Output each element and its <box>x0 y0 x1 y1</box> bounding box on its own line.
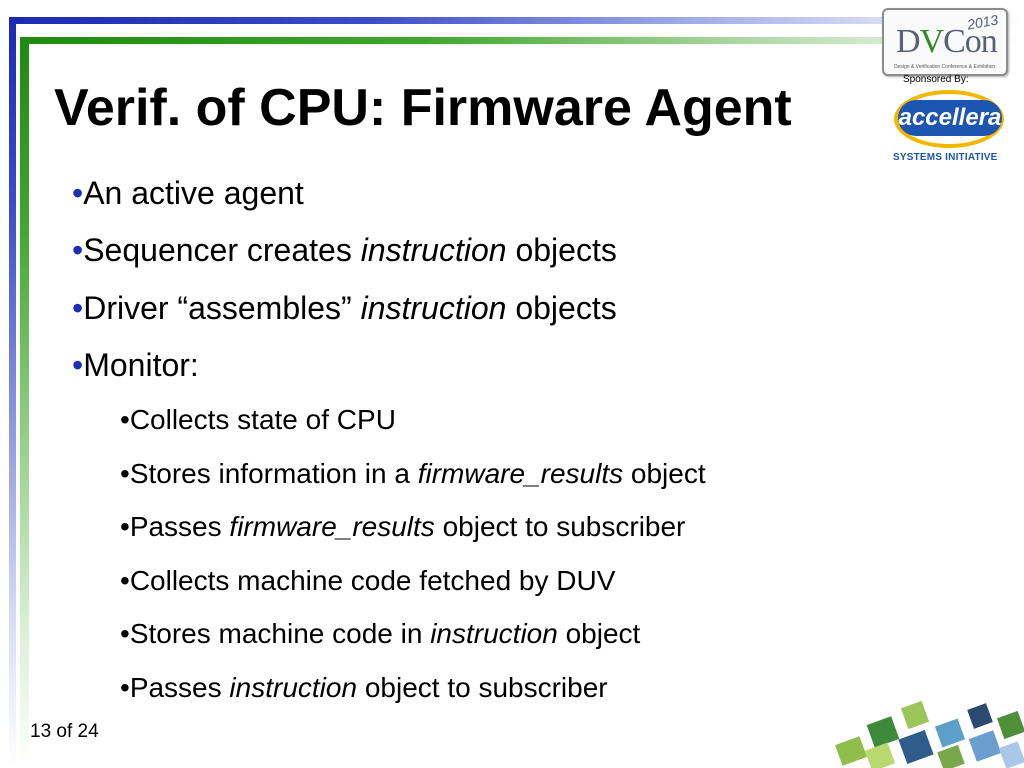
bullet-text: Collects state of CPU <box>129 404 396 435</box>
accellera-subtitle: SYSTEMS INITIATIVE <box>893 152 998 163</box>
sub-bullet-item: •Collects machine code fetched by DUV <box>120 563 615 599</box>
dvcon-logo: DVCon 2013 Design & Verification Confere… <box>882 8 1008 76</box>
bullet-italic: instruction <box>229 672 358 703</box>
bullet-marker: • <box>72 290 84 326</box>
bullet-text: Sequencer creates <box>83 232 361 268</box>
dvcon-letter: D <box>896 23 921 60</box>
bullet-italic: instruction <box>430 618 558 649</box>
bullet-text: Passes <box>129 672 230 703</box>
bullet-italic: firmware_results <box>417 458 624 489</box>
bullet-item: •Sequencer creates instruction objects <box>72 230 617 270</box>
sub-bullet-item: •Stores information in a firmware_result… <box>120 456 706 492</box>
sub-bullet-item: •Passes instruction object to subscriber <box>120 670 608 706</box>
bullet-marker: • <box>72 347 84 383</box>
accellera-logo: accellera <box>898 100 1002 136</box>
deco-square <box>835 700 1024 768</box>
bullet-marker: • <box>120 511 130 542</box>
slide-number: 13 of 24 <box>30 721 99 742</box>
dvcon-check-icon: V <box>919 23 945 60</box>
bullet-item: •Driver “assembles” instruction objects <box>72 288 617 328</box>
bullet-text: objects <box>506 232 617 268</box>
bullet-text: object <box>557 618 641 649</box>
top-blue-bar <box>9 17 1024 24</box>
bullet-text: object <box>623 458 706 489</box>
bullet-italic: instruction <box>360 290 507 326</box>
bullet-item: •An active agent <box>72 173 304 213</box>
sub-bullet-item: •Stores machine code in instruction obje… <box>120 616 640 652</box>
bullet-text: Monitor: <box>83 347 199 383</box>
dvcon-wordmark: DVCon <box>896 23 998 60</box>
bullet-text: Stores information in a <box>129 458 418 489</box>
bullet-marker: • <box>72 175 84 211</box>
bullet-marker: • <box>120 404 130 435</box>
left-blue-bar <box>9 17 16 768</box>
bullet-item: •Monitor: <box>72 345 199 385</box>
bullet-italic: instruction <box>360 232 507 268</box>
bullet-text: object to subscriber <box>434 511 686 542</box>
bullet-text: An active agent <box>83 175 304 211</box>
bullet-text: Stores machine code in <box>129 618 431 649</box>
bullet-marker: • <box>120 458 130 489</box>
bullet-text: objects <box>506 290 617 326</box>
sub-bullet-item: •Passes firmware_results object to subsc… <box>120 509 685 545</box>
bullet-text: Driver “assembles” <box>83 290 361 326</box>
sponsored-by-label: Sponsored By: <box>903 74 969 85</box>
bullet-marker: • <box>120 672 130 703</box>
sub-bullet-item: •Collects state of CPU <box>120 402 396 438</box>
bullet-text: Collects machine code fetched by DUV <box>129 565 616 596</box>
bullet-italic: firmware_results <box>229 511 435 542</box>
bullet-text: object to subscriber <box>357 672 608 703</box>
dvcon-subtitle: Design & Verification Conference & Exhib… <box>894 64 996 70</box>
bullet-marker: • <box>72 232 84 268</box>
left-green-bar <box>20 37 29 768</box>
slide-title: Verif. of CPU: Firmware Agent <box>54 79 792 137</box>
bullet-marker: • <box>120 565 130 596</box>
dvcon-letter: Con <box>943 23 998 60</box>
bullet-marker: • <box>120 618 130 649</box>
bullet-text: Passes <box>129 511 230 542</box>
decorative-squares <box>835 700 1024 768</box>
top-green-bar <box>20 37 1024 44</box>
